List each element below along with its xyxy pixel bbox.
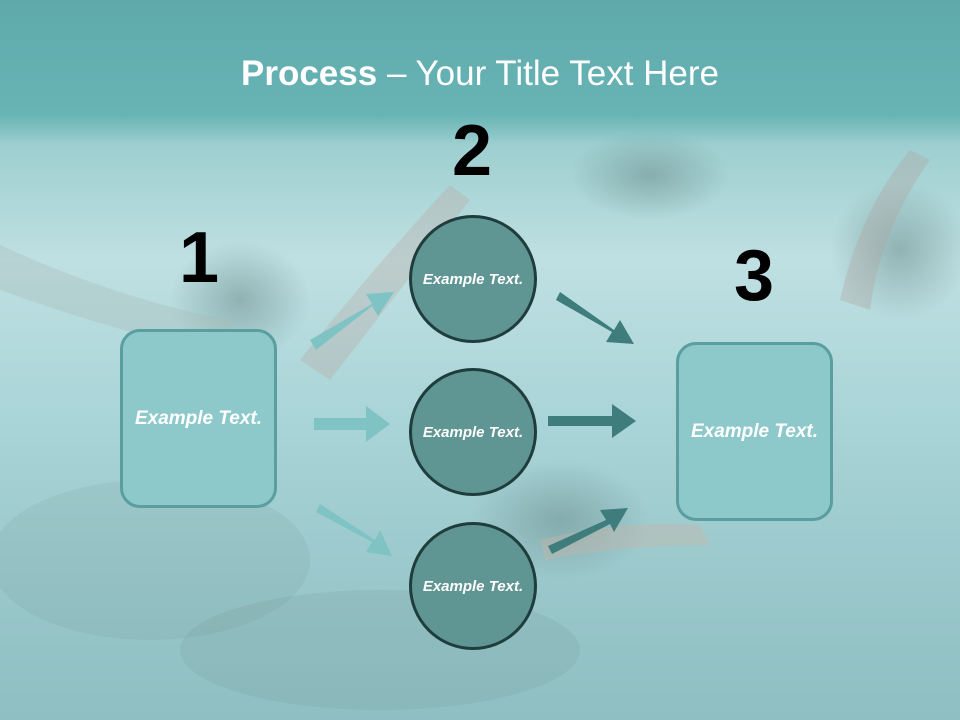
arrow-to-bottom-node [316, 504, 392, 556]
step-number-1: 1 [178, 218, 220, 298]
node-bottom: Example Text. [409, 522, 537, 650]
node-middle-text: Example Text. [422, 423, 524, 441]
node-top-text: Example Text. [422, 270, 524, 288]
title-rest: – Your Title Text Here [377, 54, 719, 93]
node-top: Example Text. [409, 215, 537, 343]
step-3-text: Example Text. [690, 421, 819, 442]
step-number-3: 3 [733, 236, 775, 316]
step-1-text: Example Text. [134, 408, 263, 429]
step-1-box: Example Text. [120, 329, 277, 508]
node-middle: Example Text. [409, 368, 537, 496]
arrow-from-bottom-node [548, 508, 628, 554]
step-3-box: Example Text. [676, 342, 833, 521]
title-strong: Process [241, 54, 378, 93]
slide-title: Process – Your Title Text Here [0, 52, 960, 96]
node-bottom-text: Example Text. [422, 577, 524, 595]
arrow-from-middle-node [548, 404, 636, 438]
step-number-2: 2 [451, 111, 493, 191]
arrow-to-middle-node [314, 406, 390, 442]
arrow-to-top-node [310, 292, 394, 350]
arrow-from-top-node [556, 292, 634, 344]
